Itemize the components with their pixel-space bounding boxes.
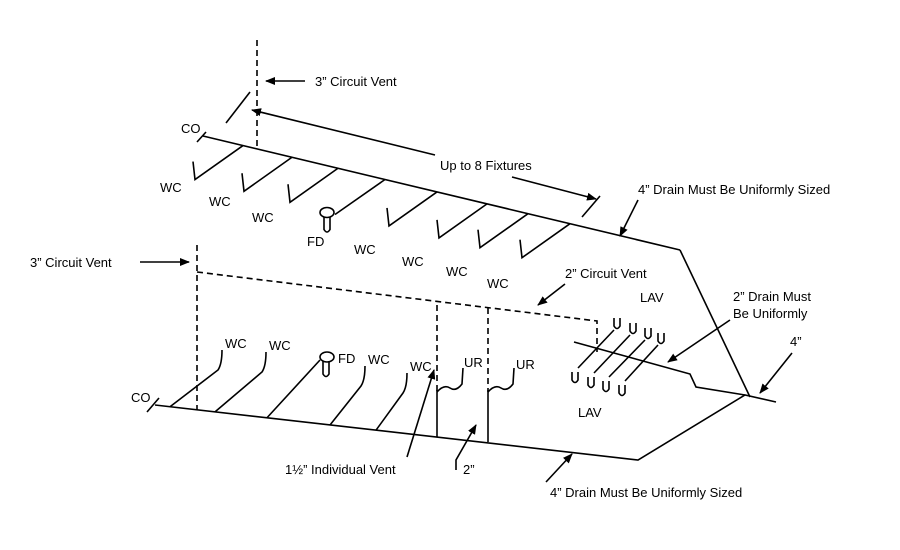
floor-drain: FD <box>307 178 386 249</box>
size-2-label: 2” <box>463 462 475 477</box>
floor-drain: FD <box>266 351 355 419</box>
water-closet: WC <box>252 167 339 225</box>
arrow-top-drain <box>619 199 639 237</box>
fixture-label: WC <box>446 264 468 279</box>
fixture-label: WC <box>209 194 231 209</box>
dimension-tick-right <box>581 195 601 218</box>
top-drain-label: 4” Drain Must Be Uniformly Sized <box>638 182 830 197</box>
urinal-2 <box>487 367 515 393</box>
cleanout-top-cap <box>196 131 207 143</box>
lav-top-label: LAV <box>640 290 664 305</box>
bottom-drain <box>146 394 777 461</box>
arrow-bottom-drain <box>545 453 573 483</box>
cleanout-bottom-cap <box>146 397 160 413</box>
fixture-label: WC <box>225 336 247 351</box>
fixture-label: WC <box>354 242 376 257</box>
arrow-2-circuit-vent <box>537 283 566 306</box>
co-top-label: CO <box>181 121 201 136</box>
lavatory <box>587 323 637 389</box>
lav-drain <box>573 341 746 396</box>
circuit-vent-horizontal <box>196 271 598 352</box>
up-to-fixtures-label: Up to 8 Fixtures <box>440 158 532 173</box>
top-fixtures: WC WC WC FD WC WC WC WC <box>160 144 571 291</box>
fixture-label: WC <box>402 254 424 269</box>
urinal-1 <box>436 367 464 393</box>
bottom-drain-label: 4” Drain Must Be Uniformly Sized <box>550 485 742 500</box>
bottom-fixtures: WC WC FD WC WC <box>169 336 432 431</box>
lav-bottom-label: LAV <box>578 405 602 420</box>
fixture-label: WC <box>487 276 509 291</box>
water-closet: WC <box>446 213 529 279</box>
lavatory <box>618 333 665 397</box>
fixture-label: WC <box>160 180 182 195</box>
water-closet: WC <box>160 144 244 195</box>
dimension-arrow-right <box>511 176 597 201</box>
urinal-label: UR <box>516 357 535 372</box>
arrow-individual-vent <box>406 369 436 458</box>
dimension-tick-left <box>225 91 251 124</box>
water-closet: WC <box>487 223 571 291</box>
fixture-label: WC <box>368 352 390 367</box>
circuit-vent-2-label: 2” Circuit Vent <box>565 266 647 281</box>
fixture-label: FD <box>338 351 355 366</box>
water-closet: WC <box>214 338 291 413</box>
fixture-label: WC <box>410 359 432 374</box>
top-vent-label: 3” Circuit Vent <box>315 74 397 89</box>
lavatories <box>571 318 665 397</box>
arrow-2-drain <box>667 319 731 363</box>
fixture-label: WC <box>252 210 274 225</box>
lavatory <box>602 328 652 393</box>
connector-diagonal <box>679 249 751 398</box>
water-closet: WC <box>329 352 390 426</box>
fixture-label: FD <box>307 234 324 249</box>
water-closet: WC <box>375 359 432 431</box>
individual-vent-label: 1½” Individual Vent <box>285 462 396 477</box>
dimension-arrow-left <box>251 108 436 156</box>
water-closet: WC <box>354 191 438 257</box>
lavatory <box>571 318 621 384</box>
water-closet: WC <box>209 156 293 209</box>
arrow-2-size <box>455 424 477 470</box>
fixture-label: WC <box>269 338 291 353</box>
water-closet: WC <box>402 203 488 269</box>
left-vent-label: 3” Circuit Vent <box>30 255 112 270</box>
arrow-4-main <box>759 352 793 394</box>
main-4-label: 4” <box>790 334 802 349</box>
top-branch-drain <box>196 91 751 398</box>
water-closet: WC <box>169 336 247 408</box>
drain-2-line2: Be Uniformly <box>733 306 808 321</box>
co-bottom-label: CO <box>131 390 151 405</box>
drain-2-line1: 2” Drain Must <box>733 289 811 304</box>
urinal-label: UR <box>464 355 483 370</box>
